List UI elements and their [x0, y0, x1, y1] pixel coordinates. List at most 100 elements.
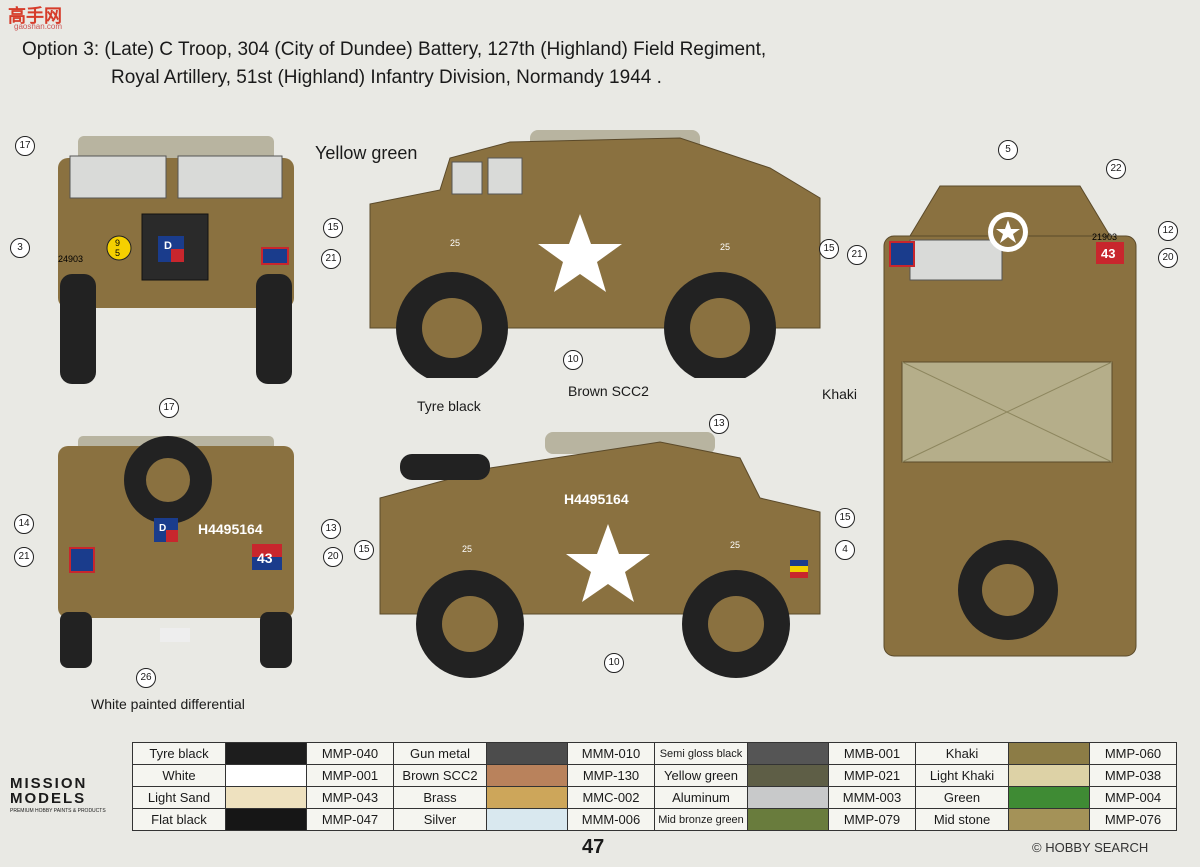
- side-left-spare-tyre: [400, 454, 490, 480]
- legend-color-swatch: [486, 808, 568, 831]
- legend-paint-code: MMP-079: [828, 808, 916, 831]
- side-left-number-25b: 25: [730, 540, 740, 550]
- legend-paint-name: Semi gloss black: [654, 742, 748, 765]
- legend-color-swatch: [1008, 808, 1090, 831]
- legend-paint-name: Light Khaki: [915, 764, 1009, 787]
- callout-10-side-left: 10: [604, 653, 624, 673]
- side-view-right: 25 25: [369, 130, 821, 378]
- front-wheel-right: [256, 274, 292, 384]
- legend-color-swatch: [225, 808, 307, 831]
- watermark-logo: 高手网: [8, 6, 62, 26]
- top-number-plate: 21903: [1092, 232, 1117, 242]
- rear-d-sign-red: [166, 530, 178, 542]
- label-brown-scc2: Brown SCC2: [568, 383, 649, 399]
- front-disc-bottom: 5: [115, 248, 120, 258]
- legend-color-swatch: [1008, 764, 1090, 787]
- legend-paint-name: Gun metal: [393, 742, 487, 765]
- callout-21-top: 21: [847, 245, 867, 265]
- page-number: 47: [582, 836, 605, 858]
- callout-13-side-left: 13: [709, 414, 729, 434]
- legend-paint-code: MMC-002: [567, 786, 655, 809]
- side-left-wheel-rear-hub: [442, 596, 498, 652]
- front-window-right: [177, 155, 283, 199]
- legend-paint-code: MMP-021: [828, 764, 916, 787]
- legend-paint-code: MMM-006: [567, 808, 655, 831]
- top-view: 43 21903: [883, 185, 1137, 657]
- top-unit-sign: [889, 241, 915, 267]
- label-khaki: Khaki: [822, 386, 858, 402]
- front-bridge-disc: [106, 235, 132, 261]
- legend-paint-name: Flat black: [132, 808, 226, 831]
- callout-20-top: 20: [1158, 248, 1178, 268]
- label-yellow-green: Yellow green: [315, 143, 418, 163]
- rear-43-plate-blue: [252, 557, 282, 570]
- legend-paint-name: Tyre black: [132, 742, 226, 765]
- rear-unit-sign: [69, 547, 95, 573]
- legend-color-swatch: [225, 764, 307, 787]
- top-front-section: [909, 185, 1111, 237]
- legend-color-swatch: [225, 786, 307, 809]
- front-unit-sign: [261, 247, 289, 265]
- legend-color-swatch: [1008, 786, 1090, 809]
- front-d-sign-red: [171, 249, 184, 262]
- callout-20-rear: 20: [323, 547, 343, 567]
- front-window-left: [69, 155, 167, 199]
- callout-21-front: 21: [321, 249, 341, 269]
- callout-5-top: 5: [998, 140, 1018, 160]
- title-line-2: Royal Artillery, 51st (Highland) Infantr…: [111, 67, 662, 88]
- front-number-plate: 24903: [58, 254, 83, 264]
- legend-color-swatch: [747, 786, 829, 809]
- legend-color-swatch: [747, 742, 829, 765]
- top-43-plate: [1096, 242, 1124, 264]
- legend-color-swatch: [486, 764, 568, 787]
- legend-paint-name: Brown SCC2: [393, 764, 487, 787]
- callout-15-side-right-b: 15: [819, 239, 839, 259]
- top-spare-wheel-hub: [982, 564, 1034, 616]
- side-right-wheel-front-hub: [422, 298, 482, 358]
- callout-15-side-left-b: 15: [835, 508, 855, 528]
- front-d-letter: D: [164, 240, 172, 252]
- rear-serial: H4495164: [198, 521, 263, 537]
- legend-paint-code: MMP-038: [1089, 764, 1177, 787]
- legend-color-swatch: [747, 808, 829, 831]
- side-right-star: [538, 214, 622, 292]
- legend-paint-name: Silver: [393, 808, 487, 831]
- rear-43-number: 43: [257, 550, 273, 566]
- legend-paint-name: Mid bronze green: [654, 808, 748, 831]
- side-left-number-25a: 25: [462, 544, 472, 554]
- legend-paint-code: MMM-003: [828, 786, 916, 809]
- legend-color-swatch: [1008, 742, 1090, 765]
- legend-color-swatch: [225, 742, 307, 765]
- title-line-1: Option 3: (Late) C Troop, 304 (City of D…: [22, 39, 767, 60]
- side-view-left: H4495164 25 25: [379, 432, 821, 678]
- side-right-wheel-rear-hub: [690, 298, 750, 358]
- top-windscreen: [909, 239, 1003, 281]
- callout-22-top: 22: [1106, 159, 1126, 179]
- rear-wheel-right: [260, 612, 292, 668]
- legend-paint-code: MMP-047: [306, 808, 394, 831]
- callout-10-side-right: 10: [563, 350, 583, 370]
- callout-13-rear: 13: [321, 519, 341, 539]
- callout-17-rear: 17: [159, 398, 179, 418]
- top-star: [996, 220, 1020, 243]
- legend-paint-name: Khaki: [915, 742, 1009, 765]
- page-title: Option 3: (Late) C Troop, 304 (City of D…: [22, 36, 766, 92]
- side-left-body: [379, 441, 821, 615]
- legend-paint-name: Yellow green: [654, 764, 748, 787]
- legend-paint-name: Mid stone: [915, 808, 1009, 831]
- brand-line-2: MODELS: [10, 790, 87, 807]
- side-right-window-1: [451, 161, 483, 195]
- top-43-number: 43: [1101, 246, 1115, 261]
- legend-color-swatch: [747, 764, 829, 787]
- legend-paint-code: MMP-043: [306, 786, 394, 809]
- side-left-wheel-front-hub: [708, 596, 764, 652]
- legend-paint-code: MMP-130: [567, 764, 655, 787]
- legend-paint-code: MMP-004: [1089, 786, 1177, 809]
- rear-spare-wheel-hub: [146, 458, 190, 502]
- legend-paint-name: Brass: [393, 786, 487, 809]
- brand-logo: MISSION MODELS: [10, 776, 87, 806]
- callout-4-side-left: 4: [835, 540, 855, 560]
